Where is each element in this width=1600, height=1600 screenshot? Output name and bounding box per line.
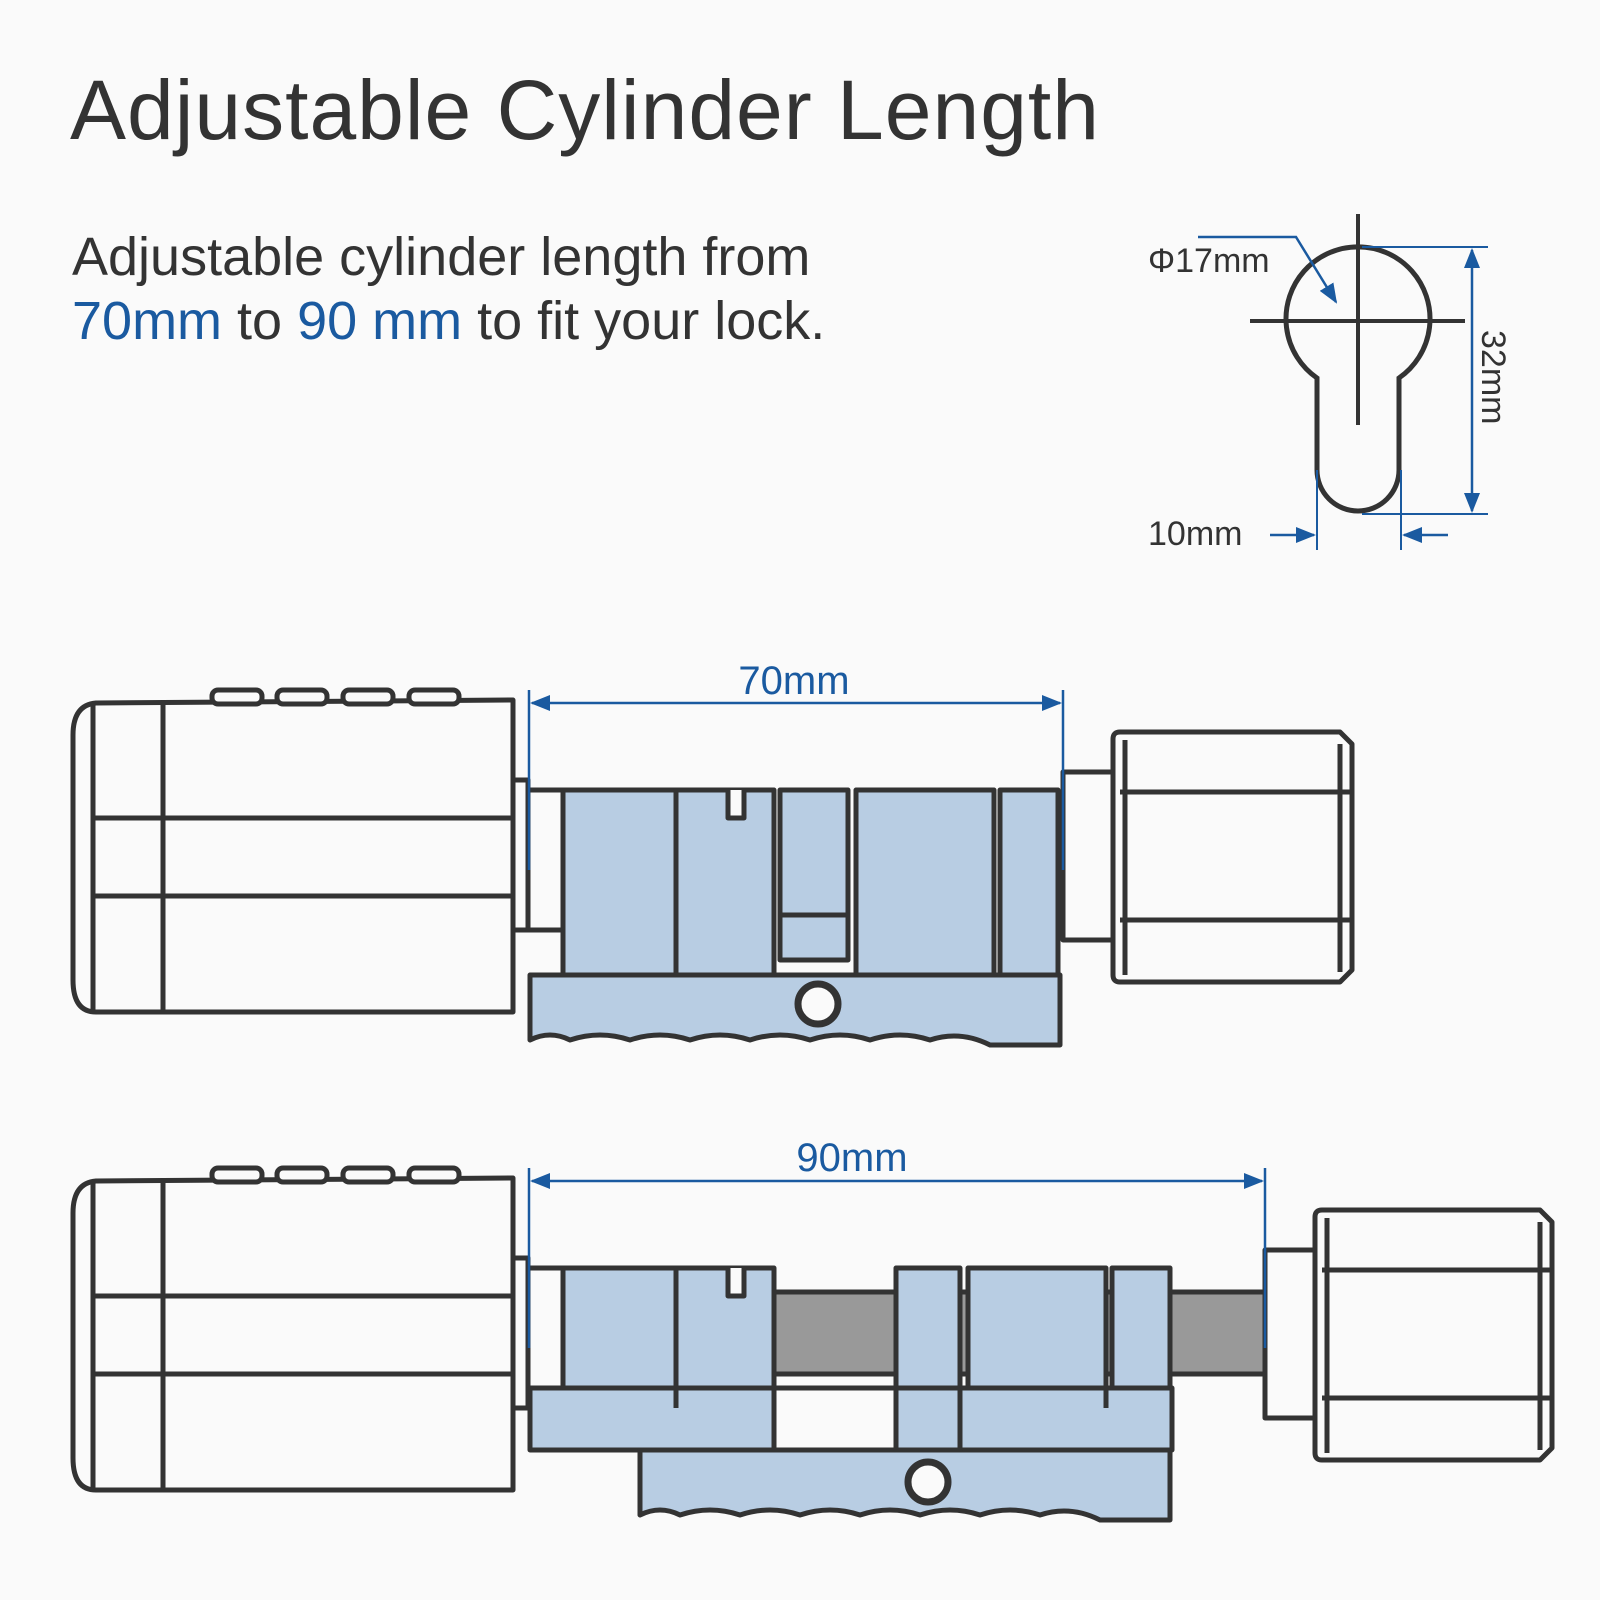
min-length: 70mm bbox=[72, 291, 223, 351]
cylinder-profile bbox=[1250, 214, 1465, 514]
page-title: Adjustable Cylinder Length bbox=[70, 63, 1100, 157]
cylinder-short bbox=[70, 687, 1355, 1048]
collar-right-long bbox=[1262, 1247, 1318, 1421]
dimension-90 bbox=[527, 1168, 1267, 1348]
max-length: 90 mm bbox=[297, 291, 463, 351]
diameter-leader bbox=[1198, 235, 1338, 304]
cylinder-slots bbox=[673, 790, 997, 930]
length-label-long: 90mm bbox=[796, 1136, 907, 1180]
collar-right bbox=[1060, 769, 1116, 943]
dimension-70 bbox=[527, 690, 1065, 870]
cam-hole-long bbox=[904, 1458, 952, 1506]
subtitle-rest: to fit your lock. bbox=[462, 291, 826, 351]
thumb-turn-right bbox=[1110, 729, 1355, 985]
knob-buttons bbox=[209, 687, 462, 707]
subtitle-line1: Adjustable cylinder length from bbox=[72, 227, 811, 287]
cam-hole bbox=[794, 980, 842, 1028]
smart-knob-left-long bbox=[70, 1165, 516, 1493]
length-label-short: 70mm bbox=[738, 659, 849, 703]
height-label: 32mm bbox=[1474, 330, 1512, 424]
width-label: 10mm bbox=[1148, 515, 1242, 553]
diameter-label: Φ17mm bbox=[1148, 242, 1270, 280]
profile-dimensions bbox=[1198, 235, 1488, 550]
cylinder-long bbox=[70, 1165, 1555, 1523]
subtitle-line2: 70mm to 90 mm to fit your lock. bbox=[72, 289, 825, 353]
cylinder-slots-long bbox=[530, 1268, 1172, 1408]
thumb-turn-right-long bbox=[1312, 1207, 1555, 1463]
cylinder-body bbox=[527, 787, 1063, 1048]
cylinder-body-long bbox=[527, 1265, 1175, 1523]
subtitle-to: to bbox=[222, 291, 298, 351]
smart-knob-left bbox=[70, 687, 516, 1015]
subtitle: Adjustable cylinder length from 70mm to … bbox=[72, 225, 825, 353]
knob-buttons-long bbox=[209, 1165, 462, 1185]
